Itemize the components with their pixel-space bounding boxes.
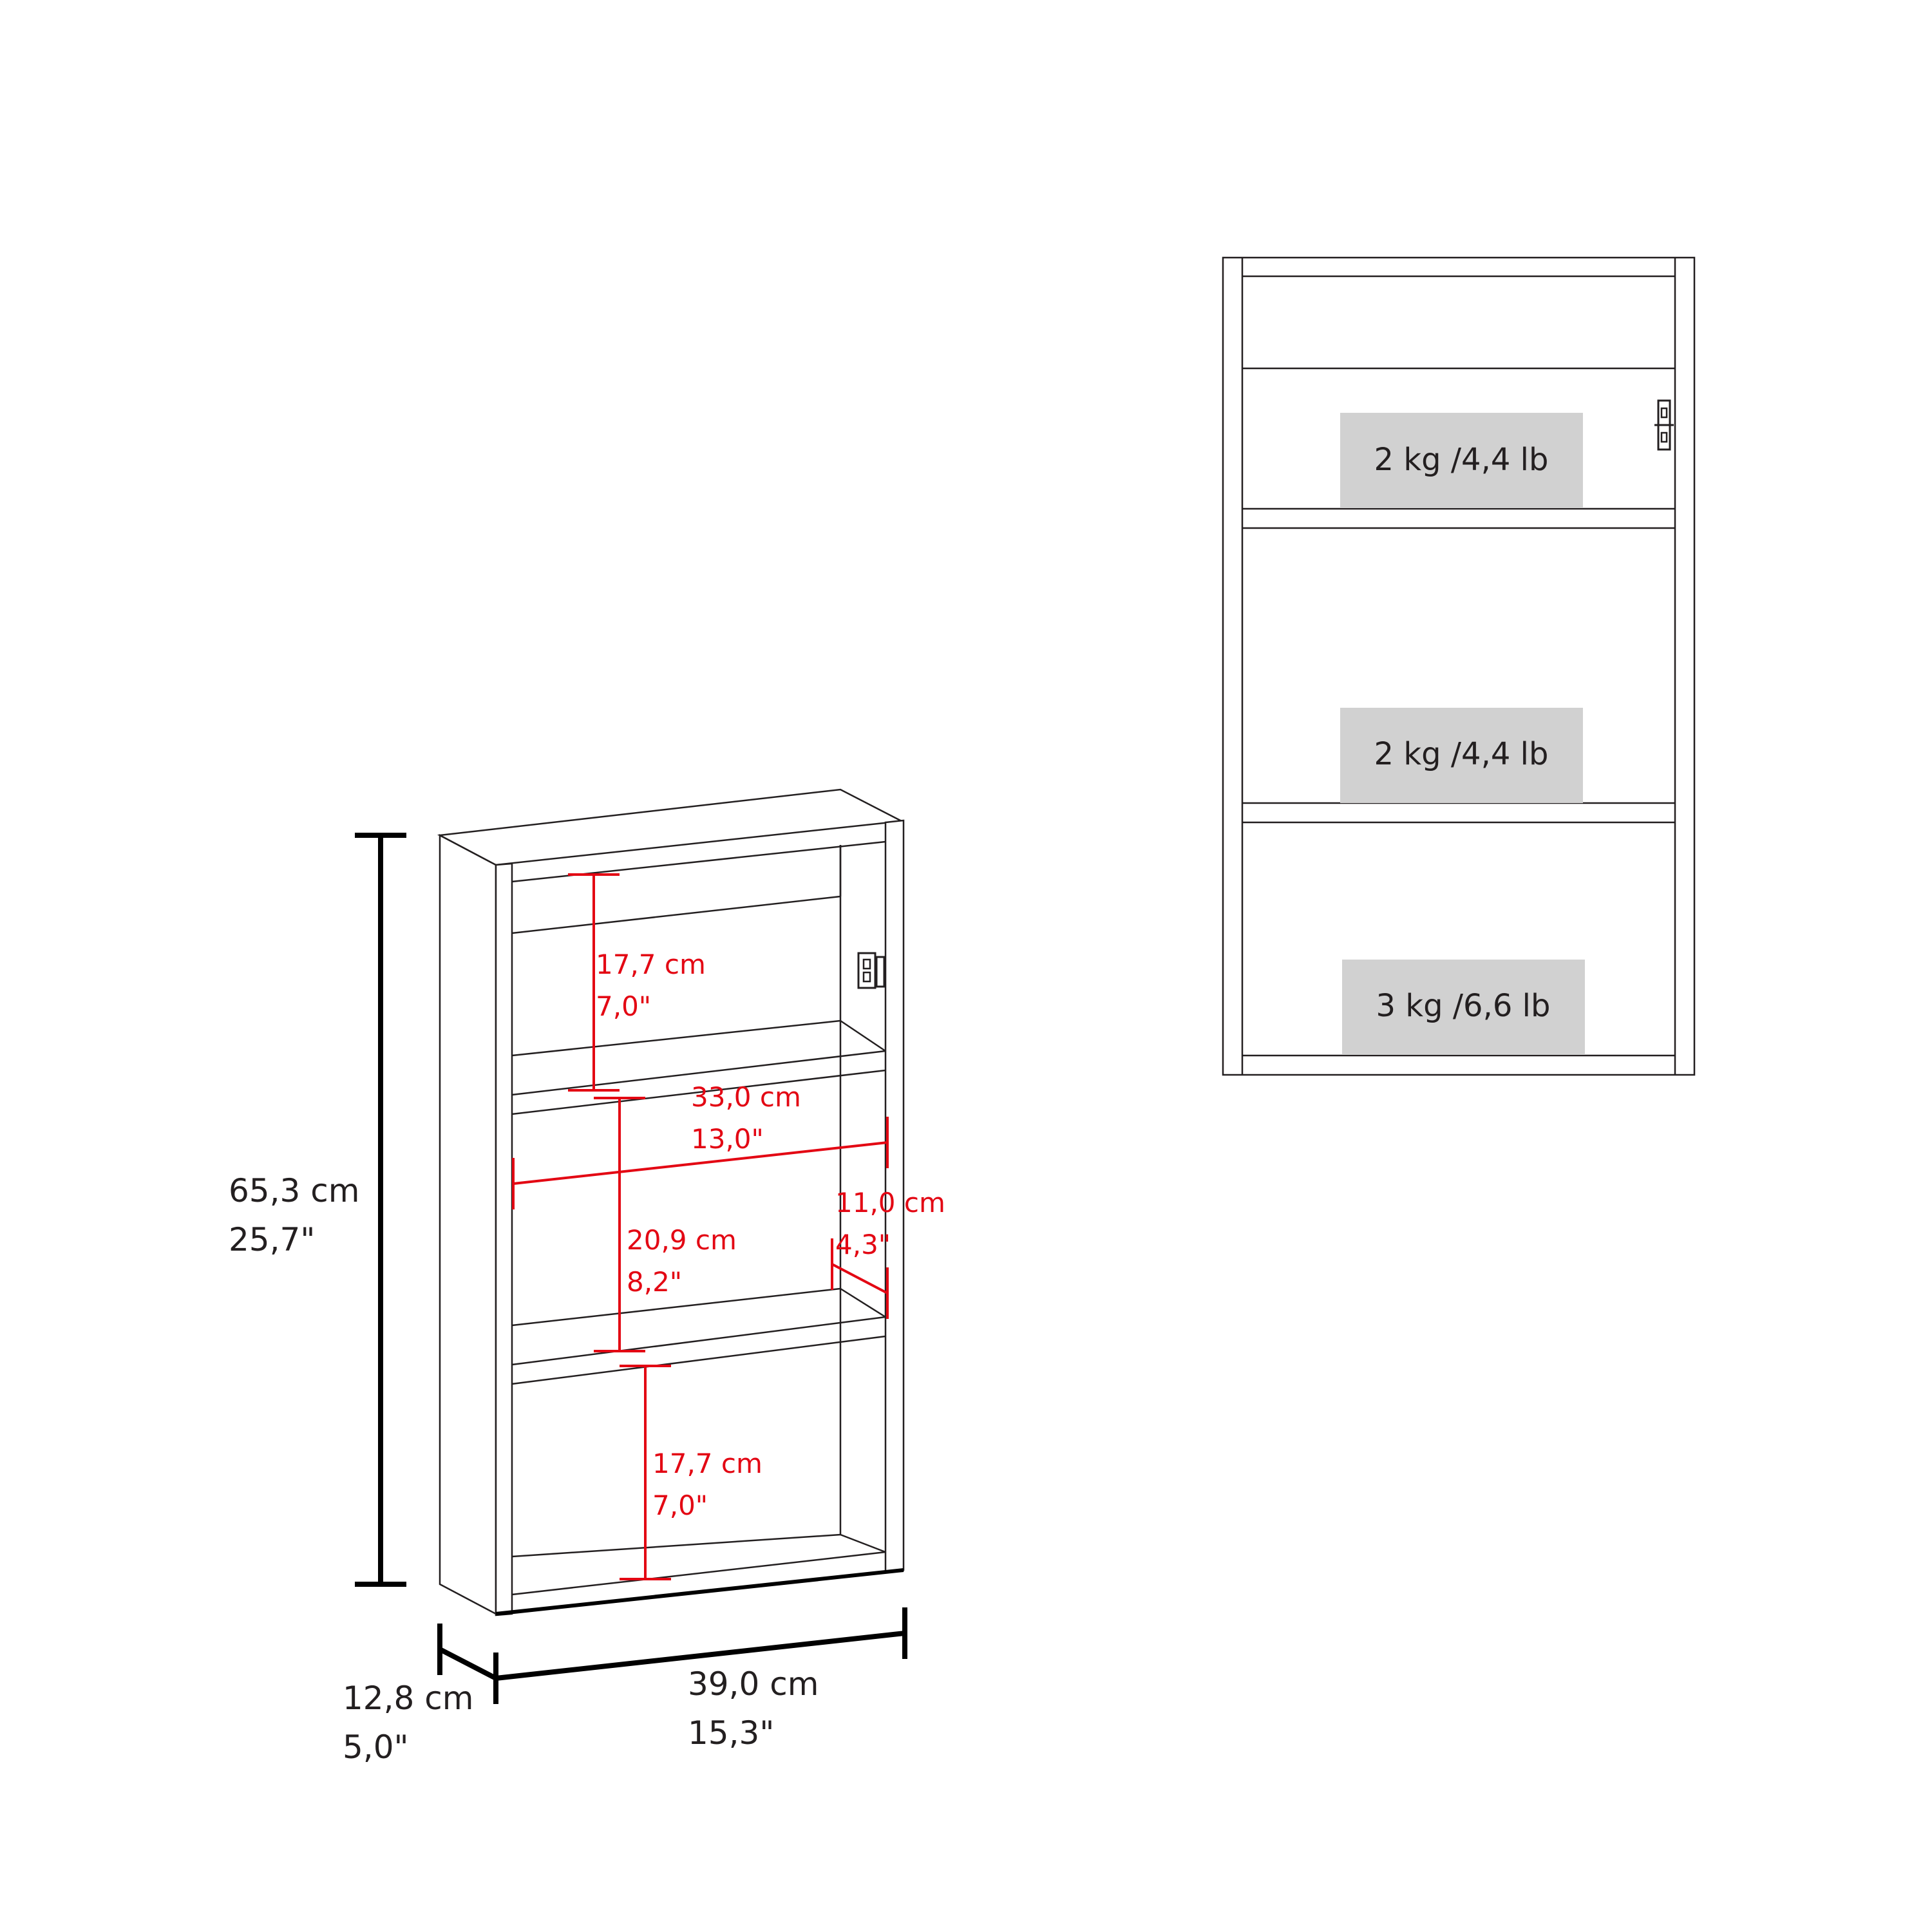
weight-label-3: 3 kg /6,6 lb xyxy=(1376,988,1551,1024)
front-outer-frame xyxy=(1222,256,1696,1076)
label-height-cm: 65,3 cm xyxy=(229,1172,359,1209)
shelf-1-front-top xyxy=(511,1050,886,1096)
label-inner-width-in: 13,0" xyxy=(691,1123,764,1155)
hinge-icon xyxy=(857,952,886,989)
bottom-shelf-depth xyxy=(840,1533,886,1553)
dim-width-line xyxy=(495,1631,905,1681)
dim-shelf-depth-line xyxy=(831,1263,888,1294)
label-height-in: 25,7" xyxy=(229,1221,315,1258)
shelf-2-front-bottom xyxy=(511,1335,886,1385)
cabinet-top-panel xyxy=(437,788,905,866)
label-middle-shelf-in: 8,2" xyxy=(627,1266,682,1298)
label-shelf-depth-in: 4,3" xyxy=(835,1229,891,1260)
shelf-1-depth xyxy=(840,1019,886,1052)
label-width-in: 15,3" xyxy=(688,1714,774,1752)
weight-box-2 xyxy=(1340,708,1583,803)
shelf-2-front-top xyxy=(511,1316,886,1366)
weight-label-1: 2 kg /4,4 lb xyxy=(1374,442,1549,478)
weight-label-2: 2 kg /4,4 lb xyxy=(1374,736,1549,772)
label-bottom-shelf-in: 7,0" xyxy=(652,1490,708,1521)
label-shelf-depth-cm: 11,0 cm xyxy=(835,1187,945,1218)
cabinet-base-edge xyxy=(495,1568,904,1616)
label-middle-shelf-cm: 20,9 cm xyxy=(627,1224,737,1256)
label-top-shelf-in: 7,0" xyxy=(596,990,651,1022)
label-inner-width-cm: 33,0 cm xyxy=(691,1081,801,1113)
shelf-2-back xyxy=(511,1287,841,1327)
label-top-shelf-cm: 17,7 cm xyxy=(596,949,706,980)
shelf-2-depth xyxy=(840,1287,886,1318)
outer-dimensions: 65,3 cm 25,7" 12,8 cm 5,0" 39,0 cm 15,3" xyxy=(229,833,907,1766)
bottom-shelf-front xyxy=(511,1551,886,1596)
label-bottom-shelf-cm: 17,7 cm xyxy=(652,1448,762,1479)
cabinet-left-side-outer xyxy=(439,833,497,1616)
shelf-1-front-bottom xyxy=(511,1069,886,1115)
dim-depth-line xyxy=(439,1647,497,1681)
cabinet-front-view: 2 kg /4,4 lb 2 kg /4,4 lb 3 kg /6,6 lb xyxy=(1222,256,1696,1076)
label-depth-in: 5,0" xyxy=(343,1728,409,1766)
label-depth-cm: 12,8 cm xyxy=(343,1680,473,1717)
label-width-cm: 39,0 cm xyxy=(688,1665,819,1703)
bottom-shelf-back xyxy=(511,1533,841,1558)
shelf-1-back xyxy=(511,1019,841,1057)
inner-top-front-edge xyxy=(511,895,841,934)
dim-inner-width-line xyxy=(513,1141,888,1185)
weight-box-1 xyxy=(1340,413,1583,508)
weight-box-3 xyxy=(1342,960,1585,1055)
interior-dimensions: 17,7 cm 7,0" 33,0 cm 13,0" 11,0 cm 4,3" … xyxy=(512,873,945,1580)
cabinet-left-front-edge xyxy=(495,862,513,1616)
front-hinge-icon xyxy=(1654,399,1674,451)
